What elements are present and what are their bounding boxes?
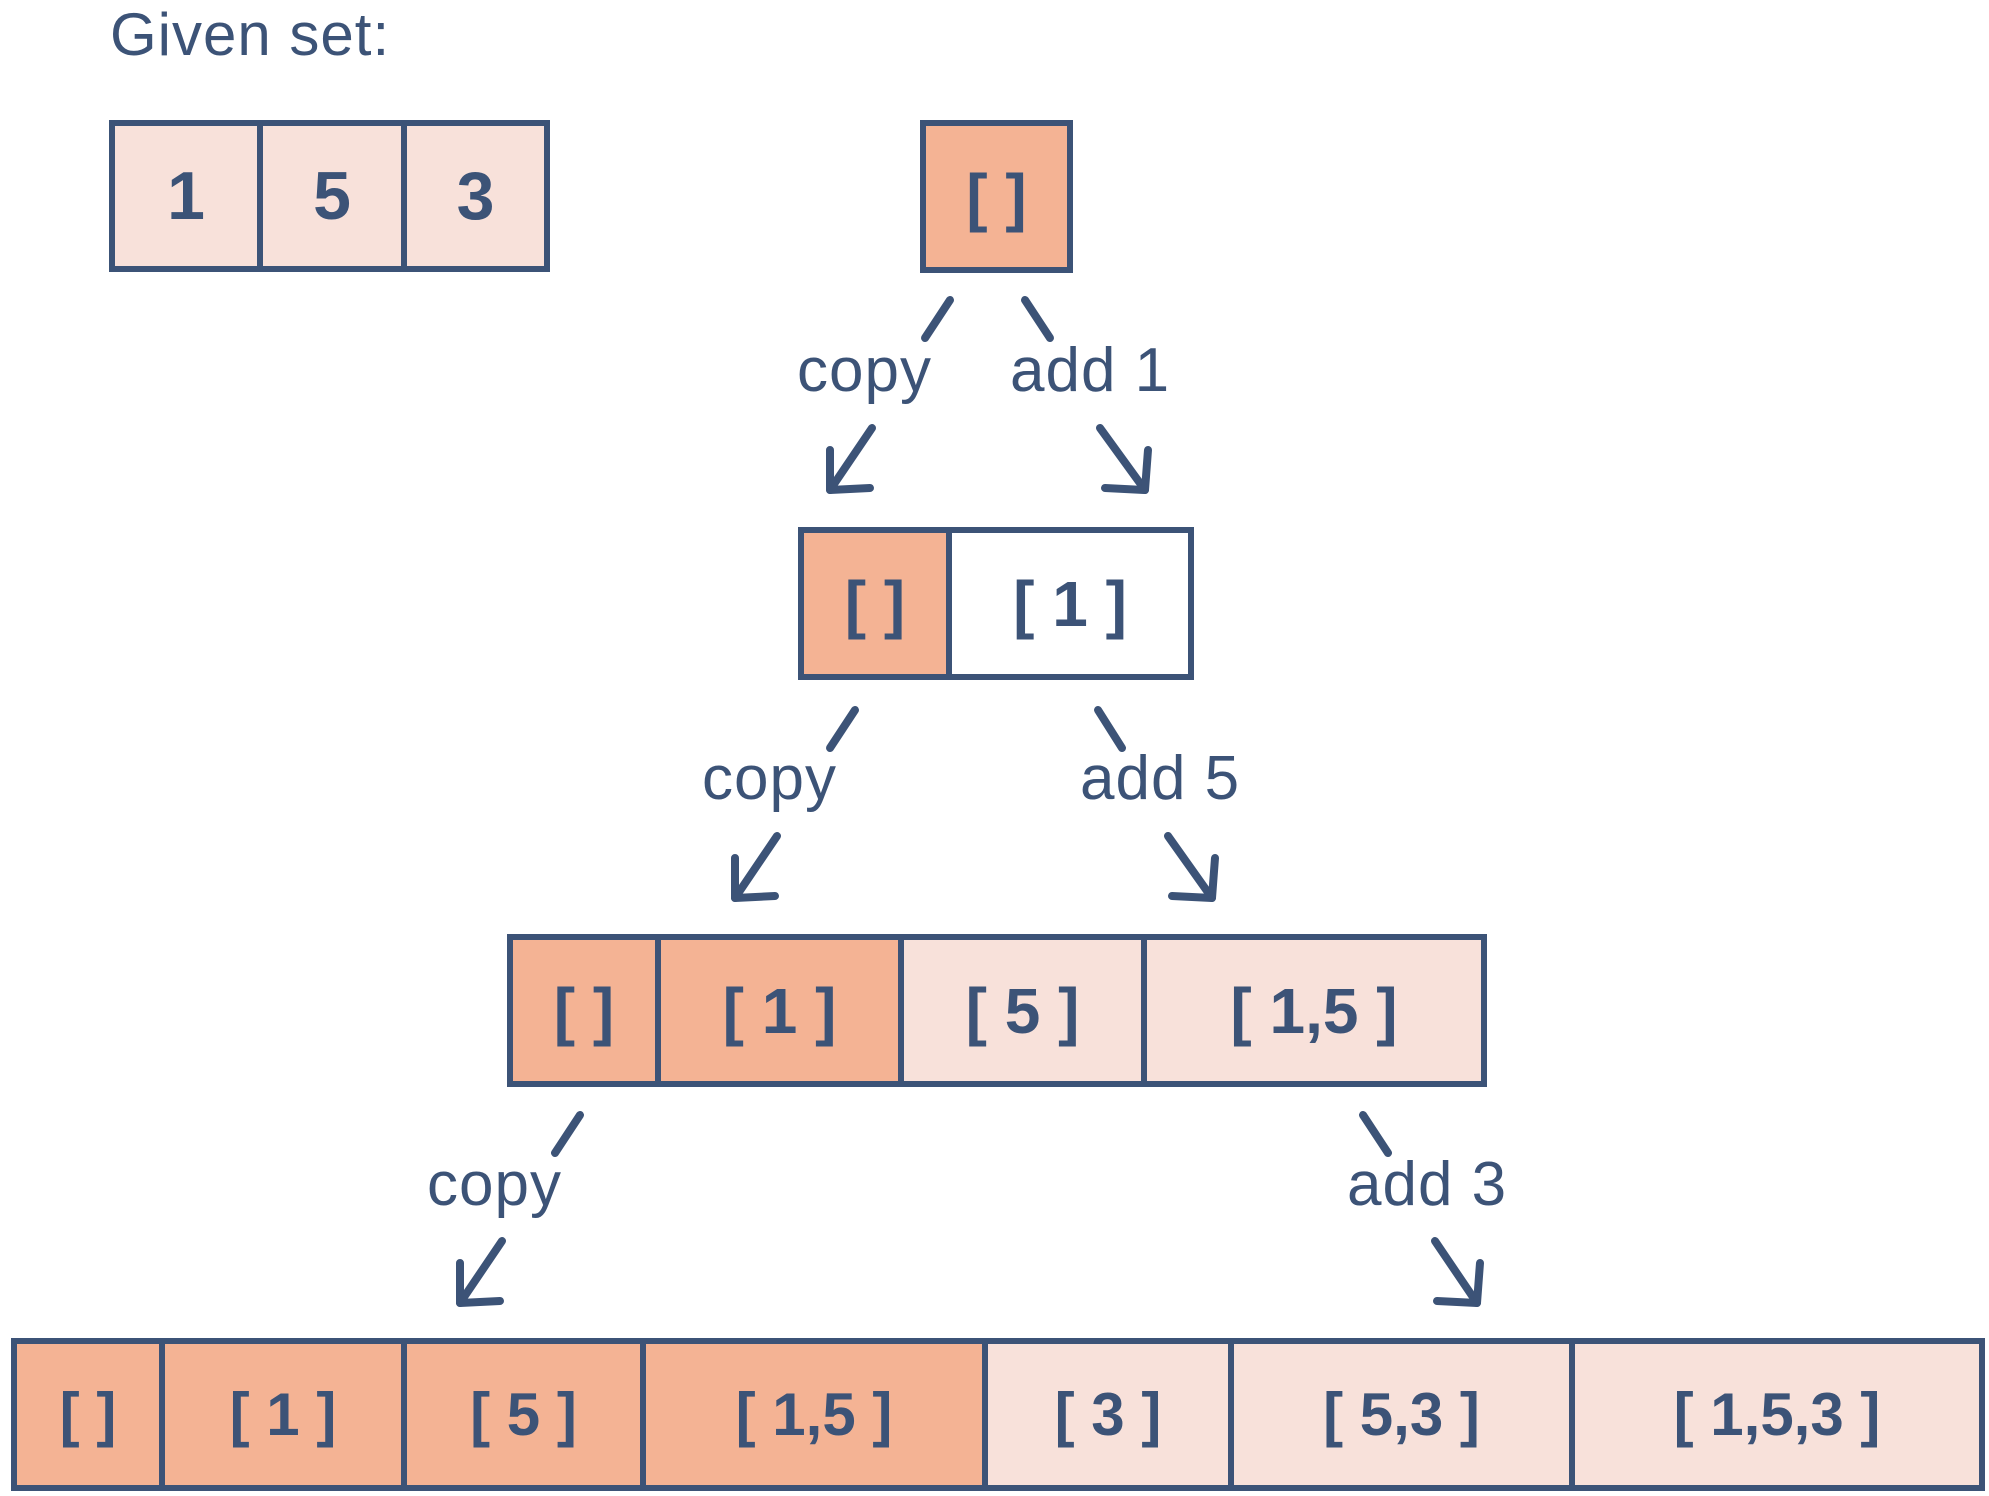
add-arrow-shaft [1096,424,1149,494]
subset-copied: [ 5 ] [407,1344,646,1485]
add-label: add 5 [1080,744,1241,813]
subset-copied: [ ] [513,940,661,1081]
subset-added: [ 3 ] [988,1344,1234,1485]
given-set-label: Given set: [110,1,391,68]
copy-arrow-head [731,854,779,902]
add-arrow-tail [1094,706,1126,752]
copy-arrow-shaft [826,424,876,494]
subset-added: [ 5,3 ] [1234,1344,1575,1485]
add-label: add 1 [1010,336,1171,405]
copy-arrow-head [456,1259,504,1307]
subset-added: [ 5 ] [904,940,1147,1081]
copy-label: copy [702,744,837,813]
given-set-item: 1 [115,126,263,266]
subset-copied: [ ] [804,533,952,674]
copy-arrow-tail [921,296,954,342]
add-arrow-tail [1021,296,1054,342]
subset-copied: [ 1,5 ] [646,1344,988,1485]
given-set-item: 3 [407,126,544,266]
level2-subset-list: [ ] [ 1 ] [ 5 ] [ 1,5 ] [507,934,1487,1087]
subset-added: [ 1,5,3 ] [1575,1344,1979,1485]
level3-subset-list: [ ] [ 1 ] [ 5 ] [ 1,5 ] [ 3 ] [ 5,3 ] [ … [11,1338,1985,1491]
subset-copied: [ 1 ] [661,940,904,1081]
add-arrow-head [1101,446,1152,494]
given-set: 1 5 3 [109,120,550,272]
add-arrow-tail [1359,1111,1392,1157]
level1-subset-list: [ ] [ 1 ] [798,527,1194,680]
copy-arrow-shaft [731,832,781,902]
copy-arrow-head [826,446,874,494]
copy-label: copy [797,336,932,405]
add-label: add 3 [1347,1150,1508,1219]
copy-arrow-shaft [456,1237,506,1307]
subset-copied: [ 1 ] [165,1344,407,1485]
add-arrow-shaft [1164,832,1216,902]
root-subset-list: [ ] [920,120,1073,273]
subset-added: [ 1 ] [952,533,1188,674]
add-arrow-head [1433,1259,1484,1307]
copy-label: copy [427,1150,562,1219]
given-set-item: 5 [263,126,407,266]
add-arrow-head [1168,854,1219,902]
subset-copied: [ ] [17,1344,165,1485]
subset-empty: [ ] [926,126,1067,267]
copy-arrow-tail [551,1111,584,1157]
add-arrow-shaft [1431,1237,1481,1307]
copy-arrow-tail [826,706,859,752]
subset-added: [ 1,5 ] [1147,940,1481,1081]
